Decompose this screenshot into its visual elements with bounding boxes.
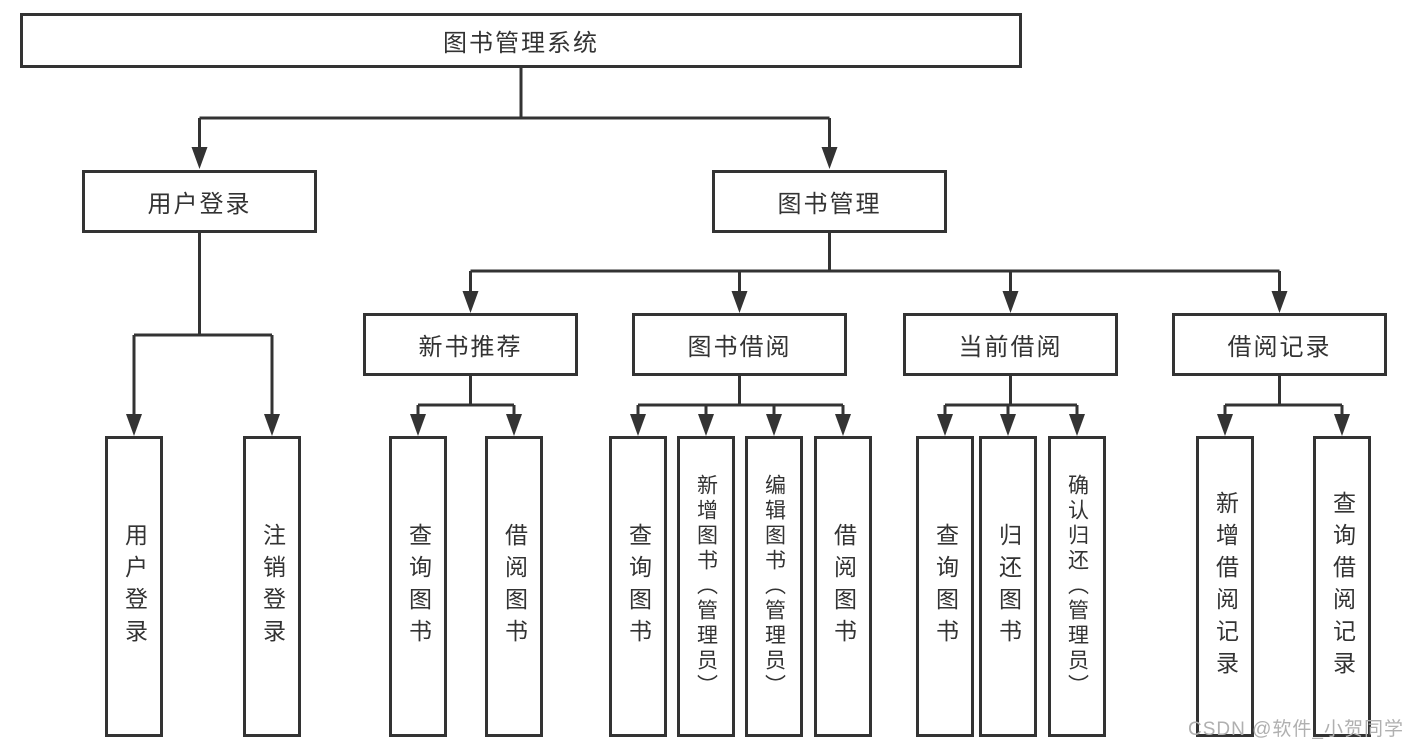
leaf-logout: 注销登录 bbox=[243, 436, 301, 737]
leaf-current-query-book: 查询图书 bbox=[916, 436, 974, 737]
connector-recommend-to-leaves bbox=[416, 376, 516, 416]
node-book-management: 图书管理 bbox=[712, 170, 947, 233]
leaf-current-query-book-label: 查询图书 bbox=[932, 522, 959, 651]
connector-root-to-level2 bbox=[198, 68, 831, 149]
connector-mgmt-to-level3 bbox=[469, 233, 1281, 293]
leaf-borrow-query-book-label: 查询图书 bbox=[625, 522, 652, 651]
node-borrow-record-label: 借阅记录 bbox=[1227, 334, 1332, 361]
node-current-borrow-label: 当前借阅 bbox=[958, 334, 1063, 361]
leaf-recommend-borrow-book-label: 借阅图书 bbox=[501, 522, 528, 651]
node-root: 图书管理系统 bbox=[20, 13, 1022, 68]
node-book-borrow: 图书借阅 bbox=[632, 313, 847, 376]
leaf-confirm-return-admin-label: 确认归还（管理员） bbox=[1065, 474, 1089, 699]
leaf-user-login-label: 用户登录 bbox=[121, 522, 148, 651]
node-current-borrow: 当前借阅 bbox=[903, 313, 1118, 376]
connector-login-to-leaves bbox=[132, 233, 274, 416]
leaf-return-book-label: 归还图书 bbox=[995, 522, 1022, 651]
node-user-login: 用户登录 bbox=[82, 170, 317, 233]
node-book-management-label: 图书管理 bbox=[777, 191, 882, 218]
leaf-add-borrow-record-label: 新增借阅记录 bbox=[1212, 490, 1239, 683]
leaf-query-borrow-record: 查询借阅记录 bbox=[1313, 436, 1371, 737]
leaf-recommend-query-book: 查询图书 bbox=[389, 436, 447, 737]
node-new-book-recommend-label: 新书推荐 bbox=[418, 334, 523, 361]
leaf-add-book-admin-label: 新增图书（管理员） bbox=[694, 474, 718, 699]
leaf-add-book-admin: 新增图书（管理员） bbox=[677, 436, 735, 737]
node-book-borrow-label: 图书借阅 bbox=[687, 334, 792, 361]
leaf-return-book: 归还图书 bbox=[979, 436, 1037, 737]
leaf-recommend-borrow-book: 借阅图书 bbox=[485, 436, 543, 737]
leaf-borrow-book: 借阅图书 bbox=[814, 436, 872, 737]
connector-borrow-to-leaves bbox=[636, 376, 845, 416]
node-root-label: 图书管理系统 bbox=[443, 30, 599, 57]
leaf-add-borrow-record: 新增借阅记录 bbox=[1196, 436, 1254, 737]
leaf-query-borrow-record-label: 查询借阅记录 bbox=[1329, 490, 1356, 683]
leaf-borrow-book-label: 借阅图书 bbox=[830, 522, 857, 651]
leaf-edit-book-admin: 编辑图书（管理员） bbox=[745, 436, 803, 737]
csdn-watermark: CSDN @软件_小贺同学 bbox=[1188, 719, 1404, 740]
leaf-borrow-query-book: 查询图书 bbox=[609, 436, 667, 737]
node-borrow-record: 借阅记录 bbox=[1172, 313, 1387, 376]
leaf-edit-book-admin-label: 编辑图书（管理员） bbox=[762, 474, 786, 699]
node-new-book-recommend: 新书推荐 bbox=[363, 313, 578, 376]
leaf-recommend-query-book-label: 查询图书 bbox=[405, 522, 432, 651]
connector-record-to-leaves bbox=[1223, 376, 1344, 416]
leaf-logout-label: 注销登录 bbox=[259, 522, 286, 651]
leaf-confirm-return-admin: 确认归还（管理员） bbox=[1048, 436, 1106, 737]
node-user-login-label: 用户登录 bbox=[147, 191, 252, 218]
leaf-user-login: 用户登录 bbox=[105, 436, 163, 737]
connector-current-to-leaves bbox=[943, 376, 1079, 416]
